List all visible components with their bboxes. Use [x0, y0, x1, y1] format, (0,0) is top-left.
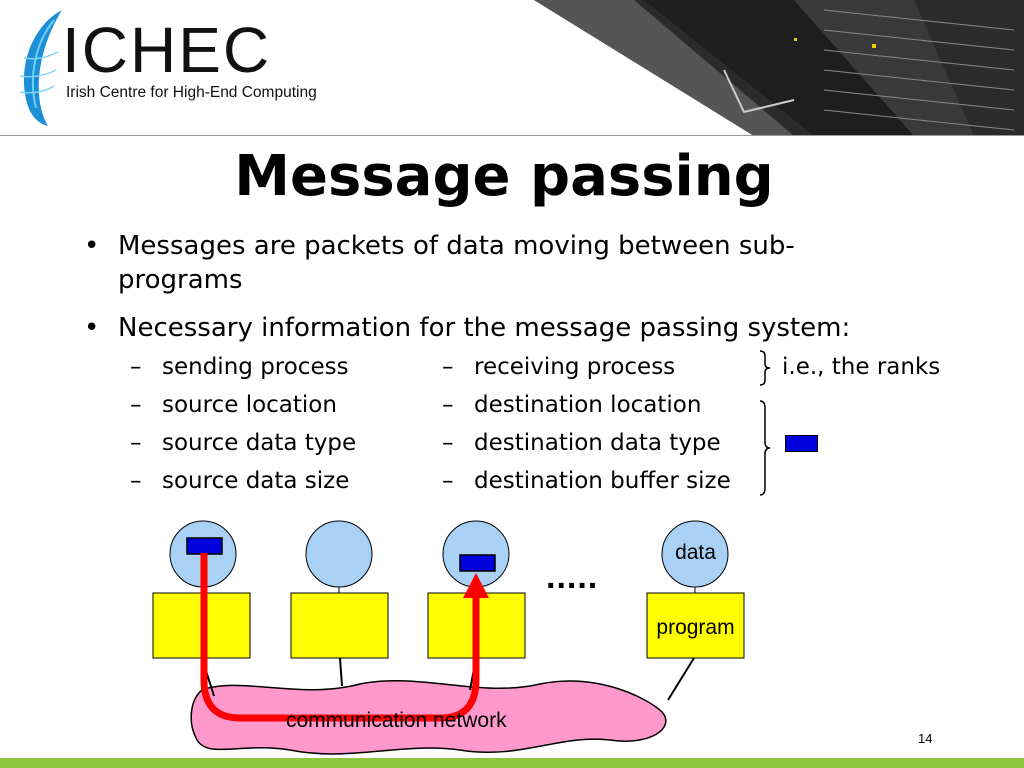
network-label: communication network — [286, 709, 507, 732]
header-divider — [0, 135, 1024, 136]
message-arrowhead — [463, 573, 489, 598]
sub-dash: – — [130, 392, 142, 418]
left-item-3: source data type — [162, 430, 357, 456]
right-item-4: destination buffer size — [474, 468, 731, 494]
sub-dash: – — [442, 430, 454, 456]
bullet-1-line1: Messages are packets of data moving betw… — [118, 231, 795, 261]
legend-program-box — [646, 592, 745, 659]
sub-dash: – — [442, 354, 454, 380]
program-label: program — [656, 616, 735, 639]
legend-data-circle — [661, 520, 729, 588]
bullet-dot: • — [84, 313, 100, 343]
slide-title: Message passing — [234, 144, 774, 209]
right-item-3: destination data type — [474, 430, 721, 456]
message-arrow — [200, 553, 480, 722]
logo-subtitle: Irish Centre for High-End Computing — [66, 84, 317, 101]
logo-title: ICHEC — [62, 14, 272, 86]
left-item-4: source data size — [162, 468, 350, 494]
sub-dash: – — [130, 354, 142, 380]
server-rack-photo — [494, 0, 1024, 136]
right-item-2: destination location — [474, 392, 702, 418]
bullet-dot: • — [84, 231, 100, 261]
process-2-data-circle — [305, 520, 373, 588]
network-link-4 — [667, 657, 695, 701]
ranks-brace-icon — [759, 350, 771, 386]
ranks-note: i.e., the ranks — [782, 354, 941, 380]
bullet-2-line1: Necessary information for the message pa… — [118, 313, 851, 343]
sub-dash: – — [130, 468, 142, 494]
process-1-send-buffer — [186, 537, 223, 555]
sub-dash: – — [442, 468, 454, 494]
page-number: 14 — [918, 731, 933, 746]
process-3-receive-buffer — [459, 554, 496, 572]
buffer-brace-icon — [759, 400, 771, 496]
right-item-1: receiving process — [474, 354, 676, 380]
process-2-program-box — [290, 592, 389, 659]
footer-accent-bar — [0, 758, 1024, 768]
bullet-1-line2: programs — [118, 265, 243, 295]
buffer-legend-icon — [785, 435, 818, 452]
sub-dash: – — [442, 392, 454, 418]
ellipsis-label: ..... — [546, 558, 599, 596]
sub-dash: – — [130, 430, 142, 456]
network-link-2 — [339, 657, 343, 687]
data-label: data — [675, 541, 716, 564]
left-item-1: sending process — [162, 354, 349, 380]
left-item-2: source location — [162, 392, 337, 418]
ichec-logo-swoosh-icon — [19, 10, 62, 126]
slide-header: ICHEC Irish Centre for High-End Computin… — [0, 0, 1024, 136]
